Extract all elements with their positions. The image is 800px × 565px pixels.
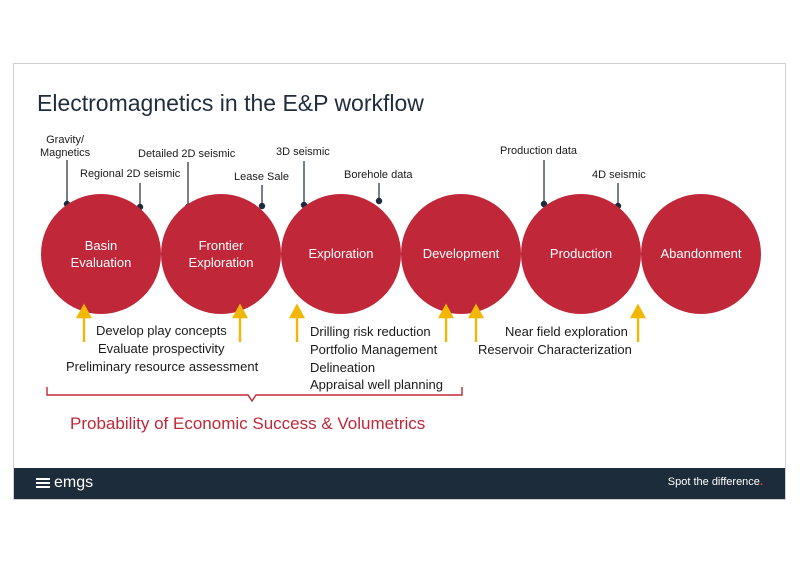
application-item: Portfolio Management <box>310 342 438 357</box>
stage-circle-exploration <box>281 194 401 314</box>
data-label-4d-seismic: 4D seismic <box>592 169 646 181</box>
stage-circle-production <box>521 194 641 314</box>
arrow-5-head <box>467 303 485 319</box>
stage-circle-development <box>401 194 521 314</box>
company-logo: emgs <box>36 472 93 494</box>
application-item: Reservoir Characterization <box>478 342 632 357</box>
slide-title: Electromagnetics in the E&P workflow <box>37 90 424 116</box>
tagline: Spot the difference. <box>668 476 763 488</box>
arrow-3-head <box>288 303 306 319</box>
tick-dot-borehole <box>375 197 383 205</box>
stage-circle-frontier <box>161 194 281 314</box>
stage-circle-abandonment <box>641 194 761 314</box>
application-item: Preliminary resource assessment <box>66 359 259 374</box>
footer-bar: emgs Spot the difference. <box>14 468 785 499</box>
arrow-6-head <box>629 303 647 319</box>
stage-circle-basin <box>41 194 161 314</box>
data-label-borehole: Borehole data <box>344 169 413 181</box>
arrow-2-head <box>231 303 249 319</box>
logo-mark-icon <box>36 478 50 488</box>
arrows <box>75 303 647 342</box>
brace <box>46 387 463 403</box>
stage-label-exploration: Exploration <box>308 246 374 261</box>
application-item: Delineation <box>310 360 376 375</box>
data-label-3d-seismic: 3D seismic <box>276 146 330 158</box>
application-item: Drilling risk reduction <box>310 324 431 339</box>
stage-circles <box>41 194 761 314</box>
data-label-regional-2d: Regional 2D seismic <box>80 168 181 180</box>
stage-label-abandonment: Abandonment <box>660 246 742 261</box>
tick-dot-production-data <box>540 200 548 208</box>
data-label-lease-sale: Lease Sale <box>234 171 290 183</box>
stage-label-production: Production <box>549 246 613 261</box>
logo-text: emgs <box>54 474 94 491</box>
data-label-gravity: Gravity/Magnetics <box>40 134 91 159</box>
application-item: Appraisal well planning <box>310 377 443 392</box>
brace-label: Probability of Economic Success & Volume… <box>70 414 426 433</box>
stage-label-development: Development <box>422 246 500 261</box>
application-item: Evaluate prospectivity <box>98 341 225 356</box>
data-label-detailed-2d: Detailed 2D seismic <box>138 148 236 160</box>
application-item: Near field exploration <box>505 324 628 339</box>
data-label-production-data: Production data <box>500 145 578 157</box>
tagline-dot: . <box>759 476 763 488</box>
tagline-text: Spot the difference <box>667 476 760 488</box>
tick-dot-lease-sale <box>258 202 266 210</box>
workflow-diagram <box>41 160 761 403</box>
arrow-4-head <box>437 303 455 319</box>
slide: Electromagnetics in the E&P workflow <box>13 63 786 500</box>
application-item: Develop play concepts <box>96 323 227 338</box>
arrow-1-head <box>75 303 93 319</box>
